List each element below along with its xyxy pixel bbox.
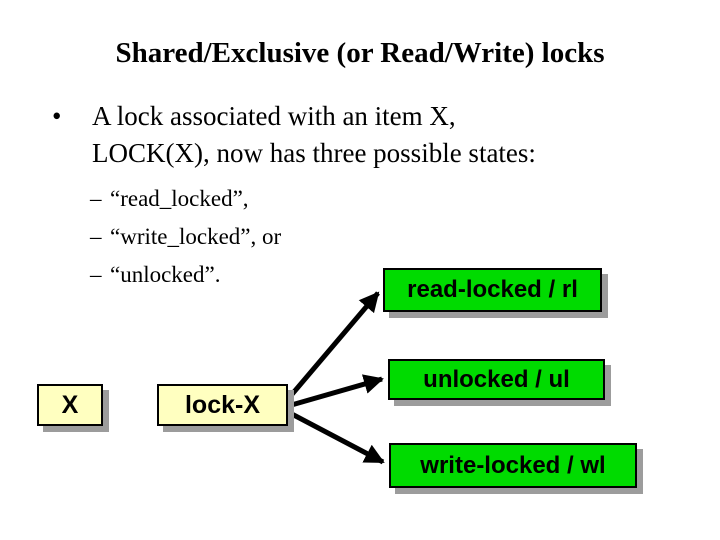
bullet-icon: •: [52, 101, 62, 131]
sub-bullet-text: “write_locked”, or: [110, 224, 282, 249]
page-title: Shared/Exclusive (or Read/Write) locks: [115, 37, 605, 69]
dash-icon: –: [90, 262, 102, 287]
state-box-unlocked: unlocked / ul: [388, 359, 605, 400]
main-bullet: • A lock associated with an item X, LOCK…: [48, 98, 536, 172]
dash-icon: –: [90, 186, 102, 211]
bullet-line-1: A lock associated with an item X,: [92, 101, 456, 131]
sub-bullet-text: “unlocked”.: [110, 262, 221, 287]
state-box-read-locked: read-locked / rl: [383, 268, 602, 312]
sub-bullet-unlocked: – “unlocked”.: [90, 256, 281, 294]
sub-bullet-read-locked: – “read_locked”,: [90, 180, 281, 218]
lock-x-box: lock-X: [157, 384, 288, 426]
sub-bullet-list: – “read_locked”, – “write_locked”, or – …: [90, 180, 281, 294]
bullet-line-2: LOCK(X), now has three possible states:: [92, 138, 536, 168]
main-bullet-text: A lock associated with an item X, LOCK(X…: [92, 98, 536, 172]
sub-bullet-text: “read_locked”,: [110, 186, 249, 211]
arrow-to-write-locked: [286, 409, 385, 465]
state-box-write-locked: write-locked / wl: [389, 443, 637, 488]
sub-bullet-write-locked: – “write_locked”, or: [90, 218, 281, 256]
item-x-box: X: [37, 384, 103, 426]
dash-icon: –: [90, 224, 102, 249]
arrow-to-read-locked: [286, 291, 380, 401]
arrow-to-unlocked: [287, 374, 384, 409]
